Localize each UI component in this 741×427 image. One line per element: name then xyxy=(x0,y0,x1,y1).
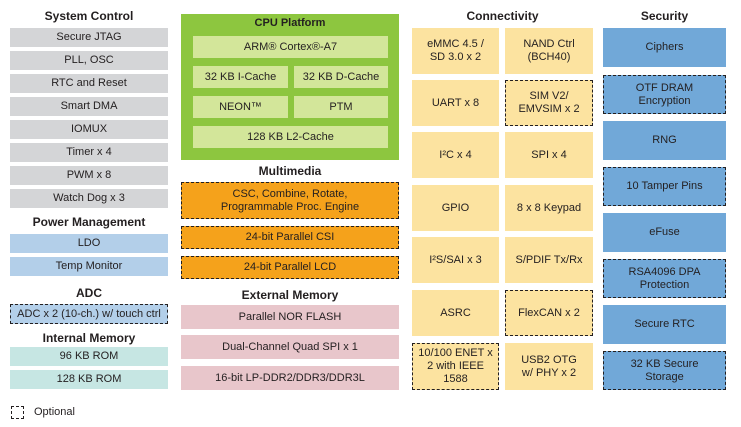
block-iomux: IOMUX xyxy=(10,120,168,139)
block-rsa4096: RSA4096 DPA Protection xyxy=(603,259,726,298)
block-parallel-csi: 24-bit Parallel CSI xyxy=(181,226,399,249)
block-rng: RNG xyxy=(603,121,726,160)
block-neon: NEON™ xyxy=(193,96,288,118)
block-secure-rtc: Secure RTC xyxy=(603,305,726,344)
block-lpddr: 16-bit LP-DDR2/DDR3/DDR3L xyxy=(181,366,399,390)
block-spdif: S/PDIF Tx/Rx xyxy=(505,237,593,283)
block-parallel-nor: Parallel NOR FLASH xyxy=(181,305,399,329)
block-spi: SPI x 4 xyxy=(505,132,593,178)
block-quad-spi: Dual-Channel Quad SPI x 1 xyxy=(181,335,399,359)
optional-legend-swatch xyxy=(11,406,24,419)
block-emmc: eMMC 4.5 / SD 3.0 x 2 xyxy=(412,28,499,74)
internal-memory-title: Internal Memory xyxy=(42,331,136,345)
block-uart: UART x 8 xyxy=(412,80,499,126)
block-timer: Timer x 4 xyxy=(10,143,168,162)
block-l2-cache: 128 KB L2-Cache xyxy=(193,126,388,148)
block-sim: SIM V2/ EMVSIM x 2 xyxy=(505,80,593,126)
block-pwm: PWM x 8 xyxy=(10,166,168,185)
block-usb-otg: USB2 OTG w/ PHY x 2 xyxy=(505,343,593,390)
block-parallel-lcd: 24-bit Parallel LCD xyxy=(181,256,399,279)
cpu-platform-title: CPU Platform xyxy=(254,17,326,29)
block-i2s-sai: I²S/SAI x 3 xyxy=(412,237,499,283)
block-watchdog: Watch Dog x 3 xyxy=(10,189,168,208)
block-arm-cortex-a7: ARM® Cortex®-A7 xyxy=(193,36,388,58)
adc-title: ADC xyxy=(76,286,102,300)
block-keypad: 8 x 8 Keypad xyxy=(505,185,593,231)
optional-legend-label: Optional xyxy=(34,406,75,418)
block-dcache: 32 KB D-Cache xyxy=(294,66,388,88)
block-gpio: GPIO xyxy=(412,185,499,231)
block-96kb-rom: 96 KB ROM xyxy=(10,347,168,366)
block-efuse: eFuse xyxy=(603,213,726,252)
block-ldo: LDO xyxy=(10,234,168,253)
security-title: Security xyxy=(640,9,689,23)
block-secure-jtag: Secure JTAG xyxy=(10,28,168,47)
connectivity-title: Connectivity xyxy=(466,9,539,23)
block-128kb-rom: 128 KB ROM xyxy=(10,370,168,389)
block-flexcan: FlexCAN x 2 xyxy=(505,290,593,336)
block-secure-storage: 32 KB Secure Storage xyxy=(603,351,726,390)
multimedia-title: Multimedia xyxy=(258,164,322,178)
block-csc-engine: CSC, Combine, Rotate, Programmable Proc.… xyxy=(181,182,399,219)
block-smart-dma: Smart DMA xyxy=(10,97,168,116)
block-ciphers: Ciphers xyxy=(603,28,726,67)
block-nand: NAND Ctrl (BCH40) xyxy=(505,28,593,74)
block-pll-osc: PLL, OSC xyxy=(10,51,168,70)
block-otf-dram: OTF DRAM Encryption xyxy=(603,75,726,114)
block-tamper-pins: 10 Tamper Pins xyxy=(603,167,726,206)
system-control-title: System Control xyxy=(44,9,134,23)
block-adc: ADC x 2 (10-ch.) w/ touch ctrl xyxy=(10,304,168,324)
block-i2c: I²C x 4 xyxy=(412,132,499,178)
block-rtc-reset: RTC and Reset xyxy=(10,74,168,93)
block-ptm: PTM xyxy=(294,96,388,118)
block-temp-monitor: Temp Monitor xyxy=(10,257,168,276)
block-icache: 32 KB I-Cache xyxy=(193,66,288,88)
external-memory-title: External Memory xyxy=(241,288,339,302)
block-enet: 10/100 ENET x 2 with IEEE 1588 xyxy=(412,343,499,390)
block-asrc: ASRC xyxy=(412,290,499,336)
power-management-title: Power Management xyxy=(32,215,146,229)
